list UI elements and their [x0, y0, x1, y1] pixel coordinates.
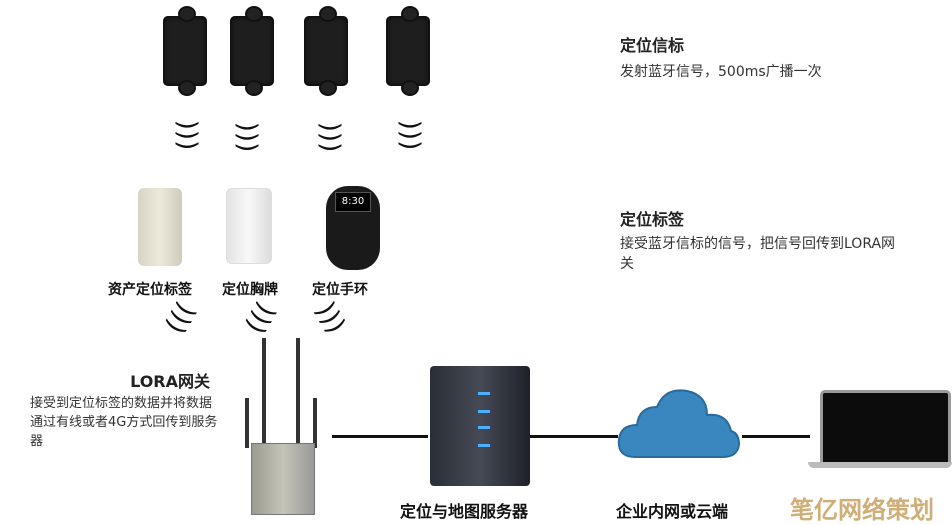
tag-label-asset: 资产定位标签 [108, 282, 192, 298]
cloud-icon [617, 389, 741, 458]
signal-wave-icon: ))) [395, 119, 426, 151]
tag-label-badge: 定位胸牌 [222, 282, 278, 298]
beacon-device [304, 6, 348, 96]
tag-info: 定位标签 接受蓝牙信标的信号，把信号回传到LORA网关 [620, 206, 900, 274]
tag-title: 定位标签 [620, 210, 685, 229]
connection-line [332, 435, 428, 438]
tag-label-wristband: 定位手环 [312, 282, 368, 298]
gateway-desc: 接受到定位标签的数据并将数据通过有线或者4G方式回传到服务器 [30, 396, 218, 449]
server-label: 定位与地图服务器 [400, 502, 529, 521]
beacon-desc: 发射蓝牙信号，500ms广播一次 [620, 64, 822, 80]
signal-wave-icon: ))) [232, 121, 263, 153]
gateway-info: LORA网关 接受到定位标签的数据并将数据通过有线或者4G方式回传到服务器 [30, 368, 220, 451]
signal-wave-icon: ))) [172, 119, 203, 151]
laptop-base [808, 462, 952, 468]
laptop-device [820, 390, 951, 465]
wristband-screen: 8:30 [335, 192, 371, 212]
beacon-info: 定位信标 发射蓝牙信号，500ms广播一次 [620, 32, 822, 82]
asset-tag-device [138, 188, 182, 266]
connection-line [530, 435, 618, 438]
server-device [430, 366, 530, 486]
beacon-title: 定位信标 [620, 36, 685, 55]
beacon-device [163, 6, 207, 96]
watermark: 笔亿网络策划 [790, 496, 934, 524]
lora-gateway-device [235, 338, 335, 518]
signal-wave-icon: ))) [239, 297, 281, 339]
cloud-label: 企业内网或云端 [616, 502, 729, 521]
beacon-device [386, 6, 430, 96]
signal-wave-icon: ))) [159, 297, 201, 339]
connection-line [742, 435, 810, 438]
tag-desc: 接受蓝牙信标的信号，把信号回传到LORA网关 [620, 236, 896, 272]
signal-wave-icon: ))) [315, 121, 346, 153]
gateway-title: LORA网关 [130, 372, 210, 391]
wristband-device: 8:30 [326, 186, 380, 270]
badge-device [226, 188, 272, 264]
signal-wave-icon: ))) [309, 297, 351, 339]
beacon-device [230, 6, 274, 96]
